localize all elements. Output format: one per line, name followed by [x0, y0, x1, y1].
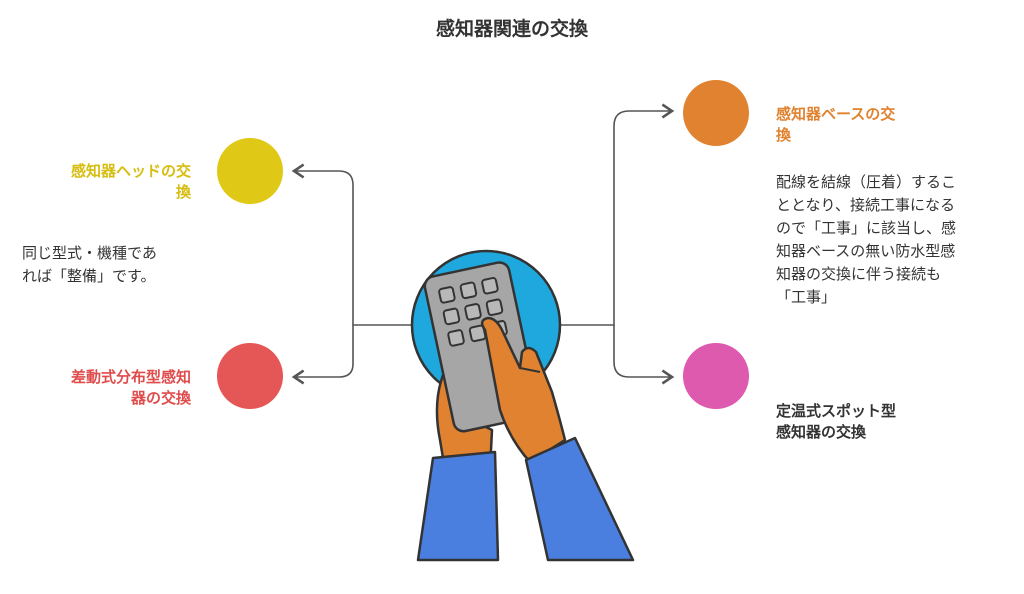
- head-label-line1: 感知器ヘッドの交: [70, 162, 191, 180]
- differential-detector-label: 差動式分布型感知 器の交換: [71, 367, 191, 409]
- base-replacement-description: 配線を結線（圧着）するこ ととなり、接続工事になる ので「工事」に該当し、感 知…: [776, 171, 956, 309]
- spot-label-line2: 感知器の交換: [776, 423, 867, 441]
- base-desc-line: 配線を結線（圧着）するこ: [776, 173, 957, 191]
- head-replacement-description: 同じ型式・機種であ れば「整備」です。: [22, 242, 157, 288]
- base-desc-line: 「工事」: [776, 288, 837, 306]
- base-desc-line: ので「工事」に該当し、感: [776, 219, 957, 237]
- connector-left-lower: [291, 325, 354, 385]
- connector-left: [291, 163, 412, 326]
- calculator-hands-icon: [410, 249, 635, 562]
- base-label-line1: 感知器ベースの交: [776, 105, 896, 123]
- diff-label-line2: 器の交換: [130, 389, 191, 407]
- spot-detector-label: 定温式スポット型 感知器の交換: [776, 401, 896, 443]
- differential-detector-node: [217, 343, 283, 409]
- base-desc-line: 知器の交換に伴う接続も: [776, 265, 942, 283]
- head-desc-line1: 同じ型式・機種であ: [22, 244, 157, 262]
- page-title: 感知器関連の交換: [435, 18, 588, 40]
- head-desc-line2: れば「整備」です。: [22, 267, 156, 285]
- head-replacement-label: 感知器ヘッドの交 換: [71, 161, 191, 203]
- base-desc-line: ととなり、接続工事になる: [776, 196, 955, 214]
- connector-right: [560, 103, 675, 326]
- base-replacement-node: [683, 80, 749, 146]
- connector-right-lower: [613, 325, 675, 385]
- base-replacement-label: 感知器ベースの交 換: [776, 104, 895, 146]
- base-label-line2: 換: [776, 126, 792, 144]
- head-replacement-node: [217, 138, 283, 204]
- diff-label-line1: 差動式分布型感知: [70, 368, 191, 386]
- head-label-line2: 換: [175, 183, 191, 201]
- spot-label-line1: 定温式スポット型: [776, 402, 897, 420]
- base-desc-line: 知器ベースの無い防水型感: [776, 242, 956, 260]
- spot-detector-node: [683, 343, 749, 409]
